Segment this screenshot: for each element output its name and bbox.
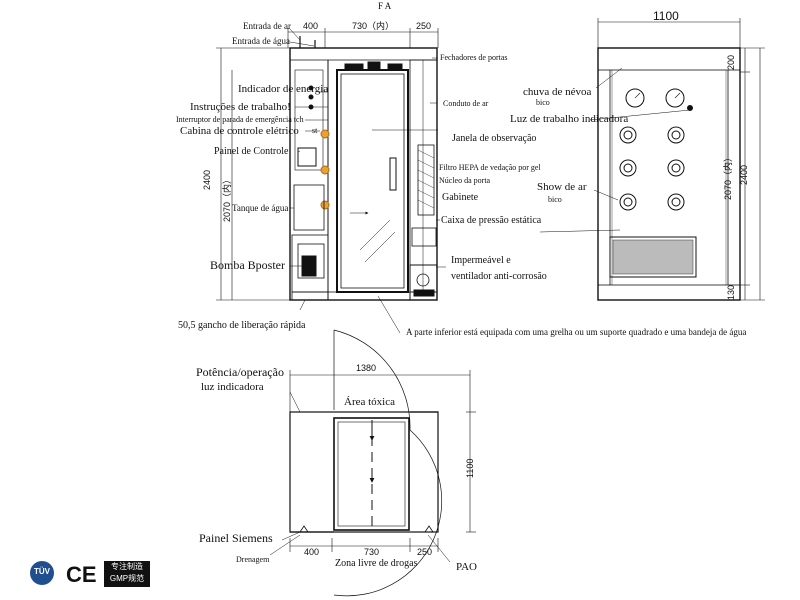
label-emergency-switch: Interruptor de parada de emergência tch — [176, 115, 304, 124]
gmp-line-2: GMP规范 — [109, 574, 145, 583]
tuv-logo: TÜV — [24, 561, 62, 587]
side-dim-inner: 2070（内） — [723, 152, 733, 200]
label-air-nozzle: bico — [548, 195, 562, 204]
tuv-text: TÜV — [34, 567, 50, 576]
plan-dim-depth: 1100 — [465, 458, 475, 478]
label-control-panel: Painel de Controle — [214, 146, 289, 157]
front-view — [216, 28, 446, 334]
label-indicator-light: luz indicadora — [201, 381, 264, 393]
plan-dim-left: 400 — [304, 547, 320, 557]
label-air-duct: Conduto de ar — [443, 99, 489, 108]
front-dim-right: 250 — [416, 21, 432, 31]
label-quick-hook: 50,5 gancho de liberação rápida — [178, 320, 306, 331]
plan-dim-center: 730 — [364, 547, 380, 557]
top-marker: F A — [378, 1, 392, 11]
plan-dim-right: 250 — [417, 547, 433, 557]
label-power-indicator: Indicador de energia — [238, 83, 329, 95]
label-drug-free: Zona livre de drogas — [335, 558, 418, 569]
side-dim-width: 1100 — [653, 9, 679, 23]
side-dim-top: 200 — [726, 54, 736, 70]
front-dim-left: 400 — [303, 21, 319, 31]
label-drainage: Drenagem — [236, 555, 270, 564]
label-water-inlet: Entrada de água — [232, 36, 290, 46]
label-power-op: Potência/operação — [196, 365, 284, 379]
front-dim-center: 730（内） — [352, 21, 395, 31]
label-air-inlet: Entrada de ar — [243, 21, 291, 31]
label-small-st: st — [312, 126, 318, 135]
plan-view — [269, 329, 476, 597]
label-siemens-panel: Painel Siemens — [199, 531, 273, 545]
label-static-pressure: Caixa de pressão estática — [441, 215, 542, 226]
label-air-shower: Show de ar — [537, 181, 587, 193]
label-booster-pump: Bomba Bposter — [210, 258, 285, 272]
label-fan: Impermeável e ventilador anti-corrosão — [451, 255, 547, 282]
label-door-core: Núcleo da porta — [439, 176, 491, 185]
label-mist-shower: chuva de névoa — [523, 86, 592, 98]
label-work-instructions: Instruções de trabalho! — [190, 101, 291, 113]
label-door-closers: Fechadores de portas — [440, 53, 508, 62]
front-dim-total: 2400 — [202, 169, 212, 190]
gmp-logo: 专注制造 GMP规范 — [104, 561, 150, 587]
side-view — [539, 18, 765, 301]
front-dim-inner: 2070（内） — [222, 174, 232, 222]
label-pao: PAO — [456, 561, 477, 573]
label-control-cabinet: Cabina de controle elétrico — [180, 125, 299, 137]
side-dim-bottom: 130 — [726, 284, 736, 300]
label-work-light: Luz de trabalho indicadora — [510, 113, 629, 125]
label-toxic-area: Área tóxica — [344, 396, 395, 408]
ce-logo: CE — [66, 562, 97, 587]
label-mist-nozzle: bico — [536, 98, 550, 107]
label-observation-window: Janela de observação — [452, 133, 537, 144]
plan-dim-width: 1380 — [356, 363, 377, 373]
gmp-line-1: 专注制造 — [111, 562, 143, 571]
label-cabinet: Gabinete — [442, 192, 479, 203]
label-bottom-note: A parte inferior está equipada com uma g… — [406, 327, 747, 337]
side-dim-total: 2400 — [739, 164, 749, 185]
label-hepa-filter: Filtro HEPA de vedação por gel — [439, 163, 541, 172]
label-water-tank: Tanque de água — [232, 203, 289, 213]
